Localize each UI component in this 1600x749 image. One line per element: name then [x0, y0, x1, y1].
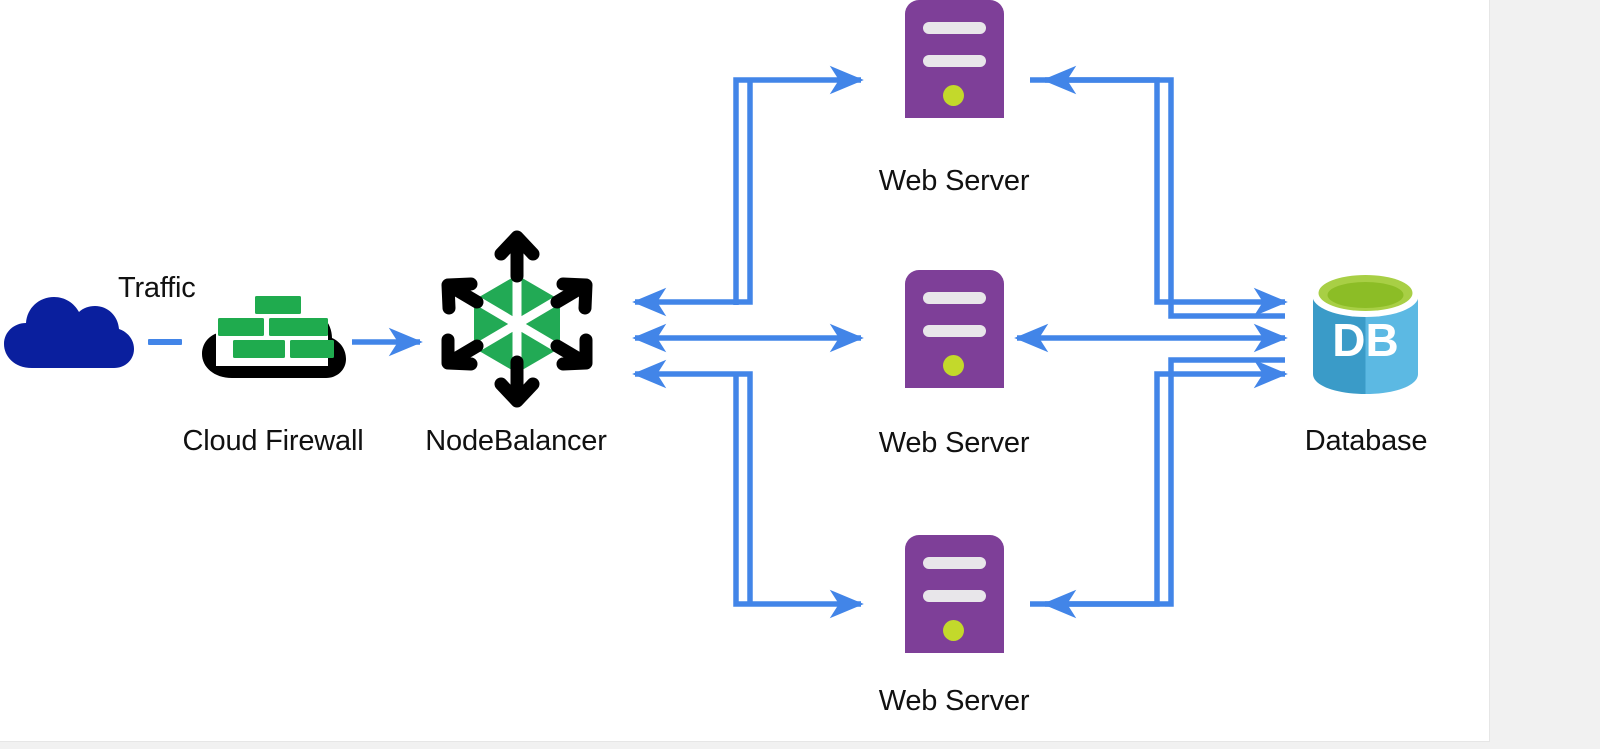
database-cylinder-icon: DB — [1312, 275, 1419, 394]
server-slot-icon — [923, 325, 986, 337]
label-nodebalancer: NodeBalancer — [425, 425, 607, 457]
edge-webserver1-to-nodebalancer — [632, 80, 753, 317]
edge-database-to-webserver3 — [1042, 357, 1285, 619]
diagram-canvas: Traffic Cloud Firewall — [0, 0, 1490, 742]
label-web-server-2: Web Server — [878, 427, 1030, 459]
server-slot-icon — [923, 22, 986, 34]
server-slot-icon — [923, 55, 986, 67]
edge-webserver3-to-database — [1030, 359, 1288, 607]
node-traffic[interactable] — [4, 286, 134, 371]
traffic-dash-connector — [148, 339, 182, 345]
edge-nodebalancer-to-webserver1 — [733, 65, 864, 305]
node-cloud-firewall[interactable] — [198, 288, 348, 380]
edge-nodebalancer-to-webserver3 — [733, 374, 864, 619]
server-led-icon — [943, 85, 964, 106]
node-web-server-1[interactable] — [905, 0, 1004, 118]
server-led-icon — [943, 620, 964, 641]
cloud-icon — [4, 297, 134, 368]
label-web-server-3: Web Server — [878, 685, 1030, 717]
node-web-server-2[interactable] — [905, 270, 1004, 388]
label-cloud-firewall: Cloud Firewall — [182, 425, 364, 457]
nodebalancer-hexagon-icon — [441, 230, 593, 408]
node-nodebalancer[interactable] — [433, 228, 601, 410]
node-database[interactable]: DB — [1310, 272, 1421, 396]
server-slot-icon — [923, 590, 986, 602]
server-slot-icon — [923, 292, 986, 304]
label-web-server-1: Web Server — [878, 165, 1030, 197]
label-database: Database — [1304, 425, 1428, 457]
label-traffic: Traffic — [118, 272, 196, 304]
server-slot-icon — [923, 557, 986, 569]
server-led-icon — [943, 355, 964, 376]
firewall-cloud-icon — [202, 294, 346, 378]
edge-webserver1-to-database — [1030, 77, 1288, 317]
node-web-server-3[interactable] — [905, 535, 1004, 653]
edge-database-to-webserver1 — [1042, 65, 1285, 319]
database-glyph-text: DB — [1332, 314, 1398, 366]
edge-webserver3-to-nodebalancer — [632, 359, 753, 604]
